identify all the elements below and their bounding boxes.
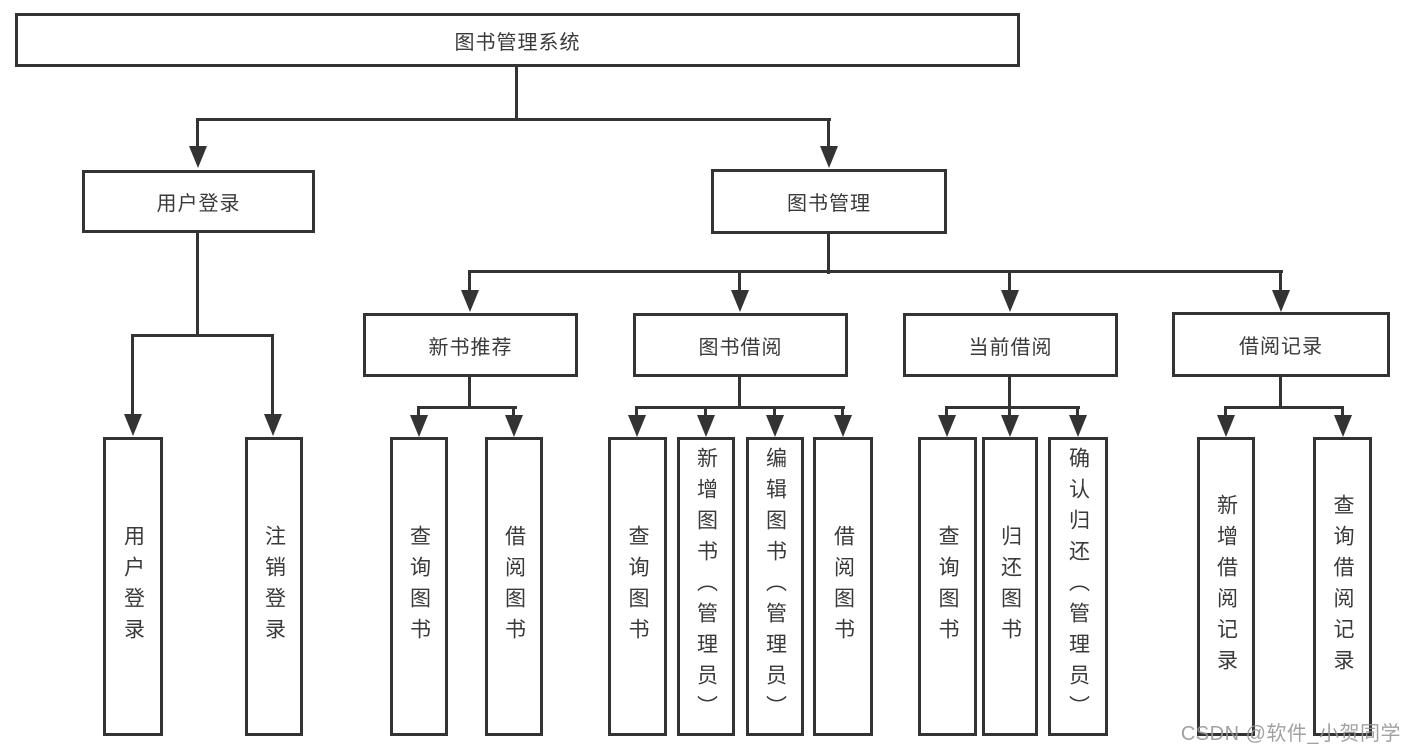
node-label: 注销登录	[262, 524, 286, 649]
csdn-watermark: CSDN @软件_小贺同学	[1180, 723, 1401, 745]
connector-hline	[417, 406, 517, 409]
node-ul-logout: 注销登录	[245, 437, 303, 736]
arrowhead-down	[410, 415, 428, 437]
node-label: 归还图书	[998, 524, 1022, 649]
connector-vline	[738, 270, 741, 292]
connector-vline	[635, 406, 638, 418]
connector-vline	[704, 406, 707, 418]
connector-vline	[1008, 270, 1011, 292]
node-label: 图书管理	[787, 193, 871, 215]
connector-vline	[468, 375, 471, 409]
connector-vline	[131, 334, 134, 416]
arrowhead-down	[1001, 415, 1019, 437]
node-borrowing-records: 借阅记录	[1172, 312, 1390, 377]
connector-vline	[773, 406, 776, 418]
node-label: 查询借阅记录	[1331, 493, 1354, 680]
connector-hline	[945, 406, 1080, 409]
node-cb-confirm-return-admin: 确认归还（管理员）	[1048, 437, 1108, 736]
node-cb-return-books: 归还图书	[982, 437, 1038, 736]
connector-vline	[827, 118, 830, 148]
node-br-query-record: 查询借阅记录	[1313, 437, 1372, 736]
connector-vline	[1008, 375, 1011, 409]
node-new-book-recommend: 新书推荐	[363, 313, 578, 377]
arrowhead-down	[938, 415, 956, 437]
connector-vline	[512, 406, 515, 418]
node-label: 查询图书	[936, 524, 959, 649]
connector-vline	[468, 270, 471, 292]
connector-vline	[271, 334, 274, 416]
node-book-management: 图书管理	[711, 169, 947, 234]
node-nb-query-books: 查询图书	[390, 437, 448, 736]
connector-vline	[827, 232, 830, 274]
node-user-login: 用户登录	[82, 170, 315, 233]
node-label: 图书借阅	[698, 336, 783, 359]
node-current-borrowing: 当前借阅	[903, 313, 1118, 377]
arrowhead-down	[264, 414, 282, 436]
arrowhead-down	[820, 146, 838, 168]
node-label: 用户登录	[121, 524, 145, 649]
node-nb-borrow-books: 借阅图书	[485, 437, 543, 736]
arrowhead-down	[124, 414, 142, 436]
arrowhead-down	[189, 146, 207, 168]
connector-hline	[635, 406, 845, 409]
connector-vline	[196, 231, 199, 337]
node-label: 借阅图书	[502, 524, 526, 649]
node-label: 当前借阅	[968, 336, 1053, 359]
arrowhead-down	[1334, 415, 1352, 437]
arrowhead-down	[766, 415, 784, 437]
node-book-borrowing: 图书借阅	[633, 313, 848, 377]
arrowhead-down	[1272, 290, 1290, 312]
connector-vline	[196, 118, 199, 148]
connector-vline	[738, 375, 741, 409]
connector-vline	[515, 65, 518, 120]
connector-hline	[1224, 406, 1344, 409]
node-label: 用户登录	[156, 193, 241, 215]
node-label: 借阅记录	[1239, 336, 1323, 358]
connector-vline	[1224, 406, 1227, 418]
node-root: 图书管理系统	[15, 13, 1020, 67]
connector-vline	[1076, 406, 1079, 418]
node-bb-query-books: 查询图书	[608, 437, 667, 736]
node-label: 确认归还（管理员）	[1066, 447, 1090, 726]
node-ul-user-login: 用户登录	[103, 437, 163, 736]
arrowhead-down	[1001, 290, 1019, 312]
node-label: 新增图书（管理员）	[694, 447, 718, 726]
node-label: 图书管理系统	[454, 31, 581, 54]
connector-vline	[417, 406, 420, 418]
connector-vline	[945, 406, 948, 418]
connector-hline	[468, 270, 1283, 273]
arrowhead-down	[1069, 415, 1087, 437]
arrowhead-down	[505, 415, 523, 437]
connector-hline	[131, 334, 274, 337]
node-bb-add-books-admin: 新增图书（管理员）	[677, 437, 735, 736]
arrowhead-down	[834, 415, 852, 437]
node-cb-query-books: 查询图书	[918, 437, 977, 736]
node-label: 新增借阅记录	[1214, 493, 1238, 680]
connector-vline	[1279, 375, 1282, 409]
node-bb-edit-books-admin: 编辑图书（管理员）	[746, 437, 804, 736]
connector-vline	[1279, 270, 1282, 292]
arrowhead-down	[1217, 415, 1235, 437]
node-bb-borrow-books: 借阅图书	[813, 437, 873, 736]
connector-vline	[1341, 406, 1344, 418]
arrowhead-down	[461, 290, 479, 312]
node-label: 新书推荐	[428, 336, 513, 359]
node-label: 借阅图书	[831, 524, 855, 649]
connector-vline	[1008, 406, 1011, 418]
node-label: 编辑图书（管理员）	[763, 447, 787, 726]
node-br-add-record: 新增借阅记录	[1197, 437, 1255, 736]
connector-vline	[841, 406, 844, 418]
connector-hline	[196, 118, 831, 121]
arrowhead-down	[731, 290, 749, 312]
node-label: 查询图书	[626, 524, 649, 649]
arrowhead-down	[628, 415, 646, 437]
node-label: 查询图书	[407, 524, 431, 649]
arrowhead-down	[697, 415, 715, 437]
